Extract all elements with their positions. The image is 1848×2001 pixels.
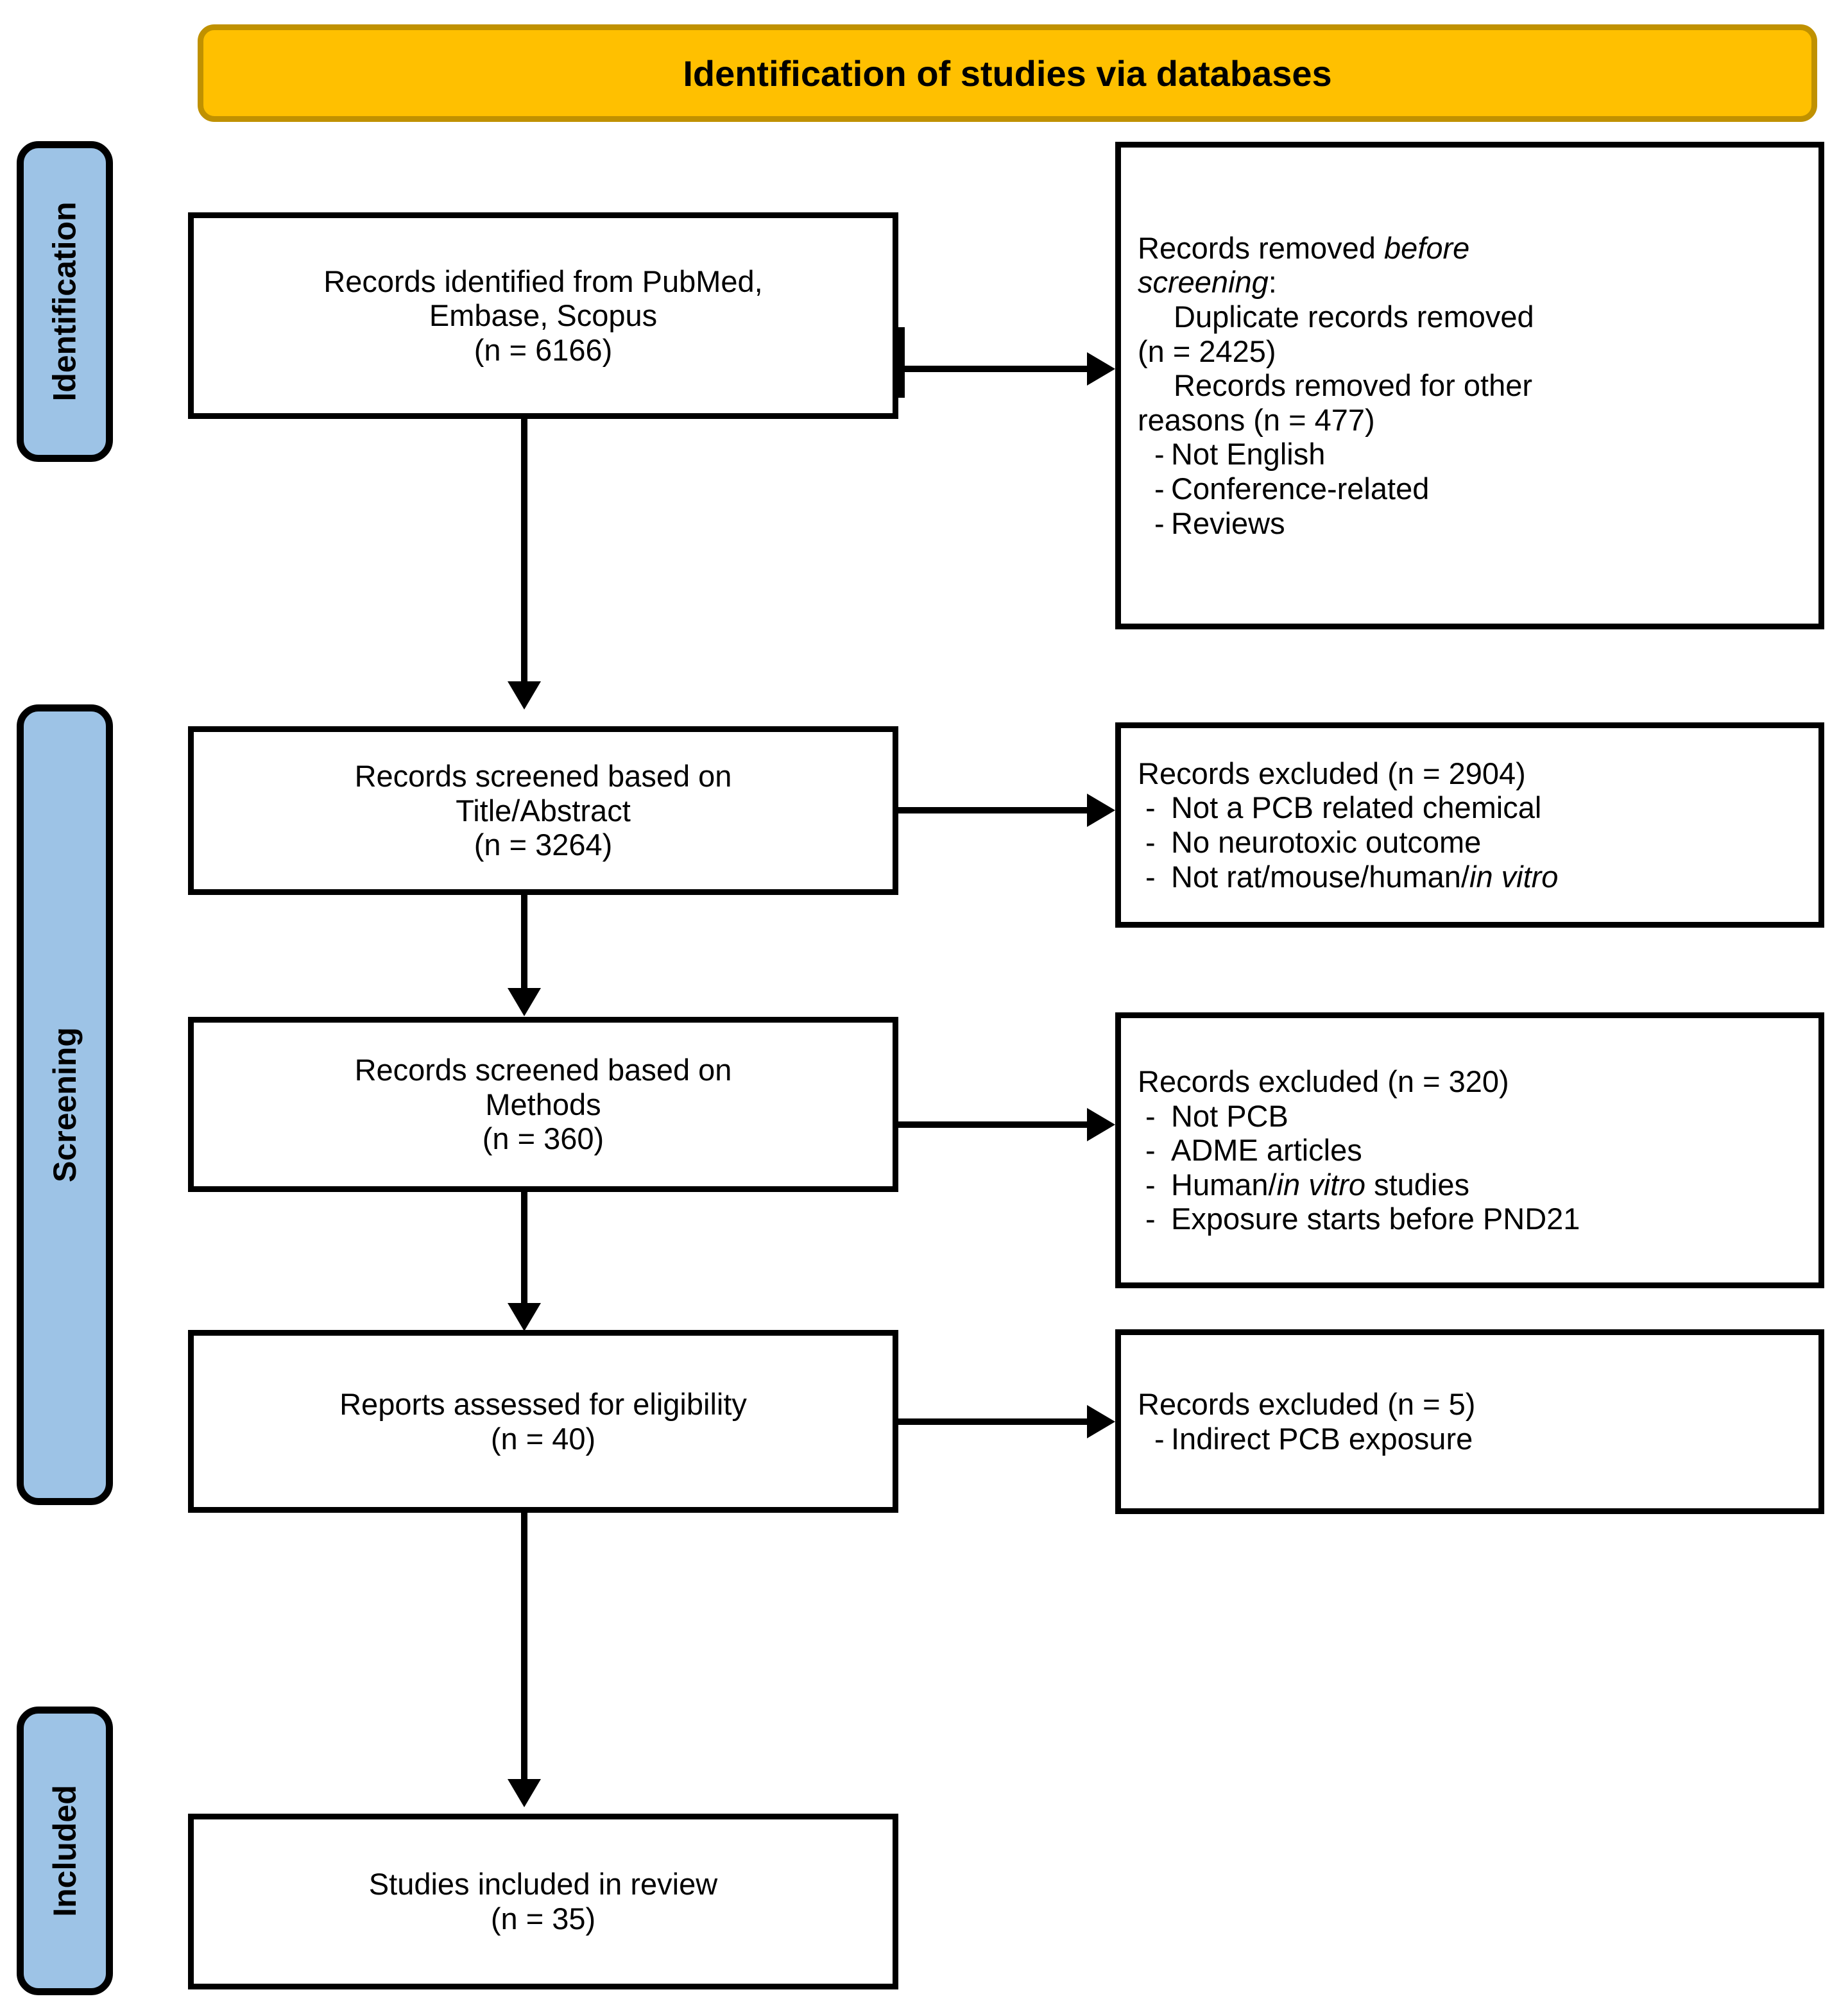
screened-methods-count: (n = 360) xyxy=(482,1121,604,1156)
excluded-5-bullet-0: - Indirect PCB exposure xyxy=(1138,1422,1802,1456)
connector-eligibility-to-excluded-arrow xyxy=(1087,1405,1115,1438)
phase-label-screening: Screening xyxy=(17,704,113,1505)
banner-identification-via-databases: Identification of studies via databases xyxy=(198,24,1817,122)
connector-methods-to-excluded-arrow xyxy=(1087,1108,1115,1141)
connector-identified-to-screened-arrow xyxy=(508,681,541,710)
excluded-320-bullet-0-text: Not PCB xyxy=(1171,1098,1288,1133)
excluded-5-bullet-0-text: Indirect PCB exposure xyxy=(1171,1422,1473,1456)
box-records-excluded-5: Records excluded (n = 5) - Indirect PCB … xyxy=(1115,1329,1824,1514)
connector-identified-to-screened-line xyxy=(521,419,527,685)
reports-eligibility-count: (n = 40) xyxy=(490,1421,596,1456)
removed-heading-line-1: Records removed before xyxy=(1138,231,1802,266)
removed-bullet-1-text: Conference-related xyxy=(1171,471,1430,506)
removed-other-label: Records removed for other xyxy=(1174,368,1533,403)
box-records-screened-methods: Records screened based on Methods (n = 3… xyxy=(188,1017,898,1192)
connector-eligibility-to-included-line xyxy=(521,1513,527,1782)
removed-heading-colon: : xyxy=(1268,265,1277,300)
excluded-2904-bullet-1: - No neurotoxic outcome xyxy=(1138,825,1802,860)
screened-ta-line-1: Records screened based on xyxy=(354,759,732,794)
connector-identified-to-removed-stub xyxy=(898,327,905,398)
bullet-dash-icon: - xyxy=(1145,790,1156,825)
connector-methods-to-eligibility-line xyxy=(521,1192,527,1306)
bullet-dash-icon: - xyxy=(1154,506,1165,540)
bullet-dash-icon: - xyxy=(1145,859,1156,894)
records-identified-line-1: Records identified from PubMed, xyxy=(323,264,763,298)
phase-label-screening-text: Screening xyxy=(47,1027,83,1182)
excluded-320-bullet-0: - Not PCB xyxy=(1138,1099,1802,1134)
excluded-320-heading: Records excluded (n = 320) xyxy=(1138,1064,1509,1099)
bullet-dash-icon: - xyxy=(1154,1422,1165,1456)
screened-methods-line-2: Methods xyxy=(485,1087,601,1121)
excluded-320-bullet-3-text: Exposure starts before PND21 xyxy=(1171,1202,1580,1236)
bullet-dash-icon: - xyxy=(1154,437,1165,472)
removed-heading-italic: before xyxy=(1384,230,1470,265)
connector-identified-to-removed-line xyxy=(898,366,1091,372)
phase-label-included-text: Included xyxy=(47,1785,83,1917)
removed-heading-line-2: screening: xyxy=(1138,265,1802,300)
excluded-320-bullet-1: - ADME articles xyxy=(1138,1133,1802,1168)
studies-included-count: (n = 35) xyxy=(490,1902,596,1936)
phase-label-identification-text: Identification xyxy=(47,201,83,402)
connector-ta-to-methods-arrow xyxy=(508,988,541,1016)
box-records-excluded-320: Records excluded (n = 320) - Not PCB - A… xyxy=(1115,1012,1824,1288)
excluded-2904-bullet-1-text: No neurotoxic outcome xyxy=(1171,825,1482,859)
screened-ta-line-2: Title/Abstract xyxy=(456,793,631,828)
excluded-320-bullet-1-text: ADME articles xyxy=(1171,1133,1362,1168)
box-reports-assessed-eligibility: Reports assessed for eligibility (n = 40… xyxy=(188,1330,898,1513)
bullet-dash-icon: - xyxy=(1145,1202,1156,1236)
records-identified-line-2: Embase, Scopus xyxy=(429,298,658,333)
excluded-2904-bullet-2: - Not rat/mouse/human/in vitro xyxy=(1138,860,1802,894)
box-records-screened-title-abstract: Records screened based on Title/Abstract… xyxy=(188,726,898,895)
removed-heading-italic-2: screening xyxy=(1138,265,1269,300)
removed-bullet-0-text: Not English xyxy=(1171,437,1326,472)
box-records-identified: Records identified from PubMed, Embase, … xyxy=(188,212,898,419)
removed-duplicate-count: (n = 2425) xyxy=(1138,334,1276,368)
connector-ta-to-methods-line xyxy=(521,895,527,991)
phase-label-identification: Identification xyxy=(17,141,113,462)
screened-ta-count: (n = 3264) xyxy=(474,828,613,862)
connector-ta-to-excluded-line xyxy=(898,807,1091,813)
connector-eligibility-to-included-arrow xyxy=(508,1779,541,1807)
removed-duplicate-label: Duplicate records removed xyxy=(1174,300,1534,334)
banner-title: Identification of studies via databases xyxy=(683,53,1332,94)
removed-other-count: reasons (n = 477) xyxy=(1138,402,1375,437)
excluded-320-bullet-2-text: Human/in vitro studies xyxy=(1171,1167,1469,1202)
bullet-dash-icon: - xyxy=(1154,471,1165,506)
removed-bullet-1: - Conference-related xyxy=(1138,472,1802,506)
connector-identified-to-removed-arrow xyxy=(1087,352,1115,386)
excluded-320-bullet-2: - Human/in vitro studies xyxy=(1138,1168,1802,1202)
removed-bullet-2: - Reviews xyxy=(1138,506,1802,541)
connector-methods-to-eligibility-arrow xyxy=(508,1303,541,1331)
bullet-dash-icon: - xyxy=(1145,1167,1156,1202)
excluded-2904-bullet-0-text: Not a PCB related chemical xyxy=(1171,790,1542,825)
reports-eligibility-line-1: Reports assessed for eligibility xyxy=(339,1386,747,1421)
excluded-2904-bullet-2-text: Not rat/mouse/human/in vitro xyxy=(1171,859,1559,894)
bullet-dash-icon: - xyxy=(1145,1133,1156,1168)
excluded-320-bullet-3: - Exposure starts before PND21 xyxy=(1138,1202,1802,1236)
phase-label-included: Included xyxy=(17,1707,113,1995)
bullet-dash-icon: - xyxy=(1145,825,1156,859)
box-records-removed-before-screening: Records removed before screening: Duplic… xyxy=(1115,142,1824,629)
connector-ta-to-excluded-arrow xyxy=(1087,794,1115,827)
removed-bullet-2-text: Reviews xyxy=(1171,506,1285,540)
connector-methods-to-excluded-line xyxy=(898,1121,1091,1128)
excluded-5-heading: Records excluded (n = 5) xyxy=(1138,1387,1476,1422)
removed-bullet-0: - Not English xyxy=(1138,437,1802,472)
connector-eligibility-to-excluded-line xyxy=(898,1418,1091,1425)
box-records-excluded-2904: Records excluded (n = 2904) - Not a PCB … xyxy=(1115,722,1824,928)
studies-included-line-1: Studies included in review xyxy=(368,1867,718,1902)
box-studies-included: Studies included in review (n = 35) xyxy=(188,1814,898,1989)
excluded-2904-bullet-0: - Not a PCB related chemical xyxy=(1138,790,1802,825)
records-identified-count: (n = 6166) xyxy=(474,332,613,367)
excluded-2904-heading: Records excluded (n = 2904) xyxy=(1138,756,1526,790)
bullet-dash-icon: - xyxy=(1145,1098,1156,1133)
screened-methods-line-1: Records screened based on xyxy=(354,1053,732,1087)
removed-heading-plain: Records removed xyxy=(1138,230,1384,265)
